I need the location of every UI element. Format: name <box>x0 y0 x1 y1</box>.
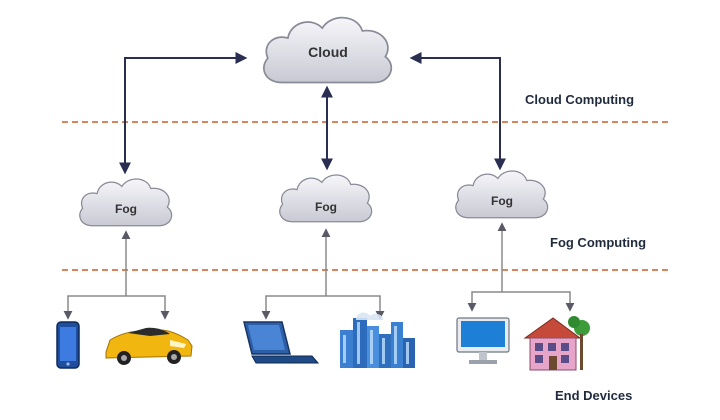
cloud-to-fog-left-arrow <box>119 52 248 175</box>
end-devices-label: End Devices <box>555 388 632 403</box>
sports-car-icon <box>105 327 193 365</box>
fog-device-connectors <box>63 222 575 320</box>
house-icon <box>523 316 590 371</box>
cloud-to-fog-right-arrow <box>409 52 506 171</box>
fog-node-left: Fog <box>79 178 173 227</box>
cloud-fog-arrows <box>119 52 506 175</box>
fog-node-right: Fog <box>455 170 549 219</box>
fog-right-branch <box>467 291 575 312</box>
city-buildings-icon <box>340 312 415 368</box>
fog-right-label: Fog <box>491 194 513 208</box>
fog-middle-label: Fog <box>315 200 337 214</box>
desktop-monitor-icon <box>456 317 510 364</box>
fog-node-middle: Fog <box>279 174 373 223</box>
fog-computing-label: Fog Computing <box>550 235 646 250</box>
cloud-computing-label: Cloud Computing <box>525 92 634 107</box>
tablet-keyboard-icon <box>243 321 320 364</box>
fog-middle-branch <box>261 295 385 320</box>
cloud-node: Cloud <box>262 16 393 84</box>
cloud-label: Cloud <box>308 44 348 60</box>
smartphone-icon <box>56 321 80 369</box>
fog-left-label: Fog <box>115 202 137 216</box>
fog-left-branch <box>63 295 170 320</box>
